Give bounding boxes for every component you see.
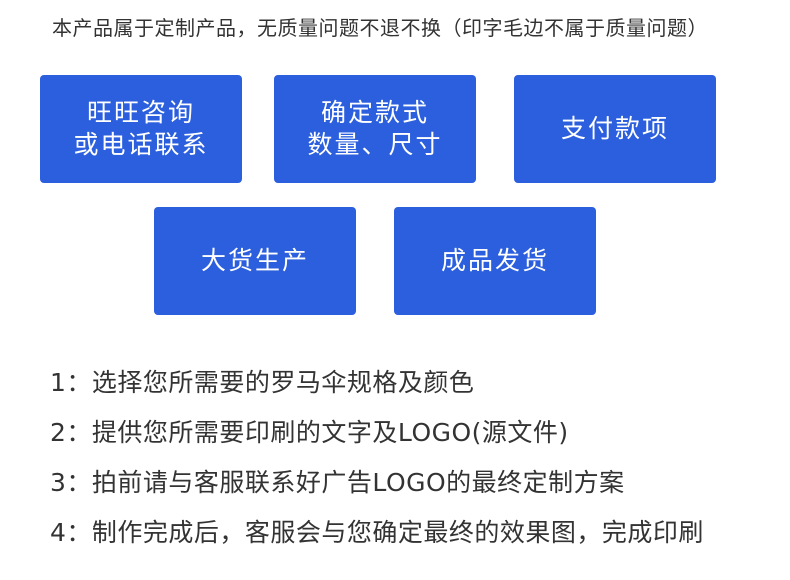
step-confirm-style-line2: 数量、尺寸: [307, 130, 443, 159]
step-confirm-style: 确定款式 数量、尺寸: [274, 75, 476, 183]
step-payment: 支付款项: [514, 75, 716, 183]
step-confirm-style-line1: 确定款式: [320, 98, 429, 127]
step-shipping-label: 成品发货: [440, 246, 549, 275]
step-consult-line1: 旺旺咨询: [86, 98, 195, 127]
step-shipping: 成品发货: [394, 207, 596, 315]
notice-text: 本产品属于定制产品，无质量问题不退不换（印字毛边不属于质量问题）: [52, 16, 708, 40]
step-production: 大货生产: [154, 207, 356, 315]
instruction-item: 4：制作完成后，客服会与您确定最终的效果图，完成印刷: [50, 518, 704, 547]
step-consult: 旺旺咨询 或电话联系: [40, 75, 242, 183]
instruction-item: 2：提供您所需要印刷的文字及LOGO(源文件): [50, 418, 569, 447]
instruction-item: 3：拍前请与客服联系好广告LOGO的最终定制方案: [50, 468, 625, 497]
step-payment-label: 支付款项: [560, 114, 669, 143]
instruction-item: 1：选择您所需要的罗马伞规格及颜色: [50, 368, 475, 397]
step-consult-line2: 或电话联系: [73, 130, 209, 159]
instructions-list: 1：选择您所需要的罗马伞规格及颜色 2：提供您所需要印刷的文字及LOGO(源文件…: [50, 364, 704, 564]
step-production-label: 大货生产: [200, 246, 309, 275]
